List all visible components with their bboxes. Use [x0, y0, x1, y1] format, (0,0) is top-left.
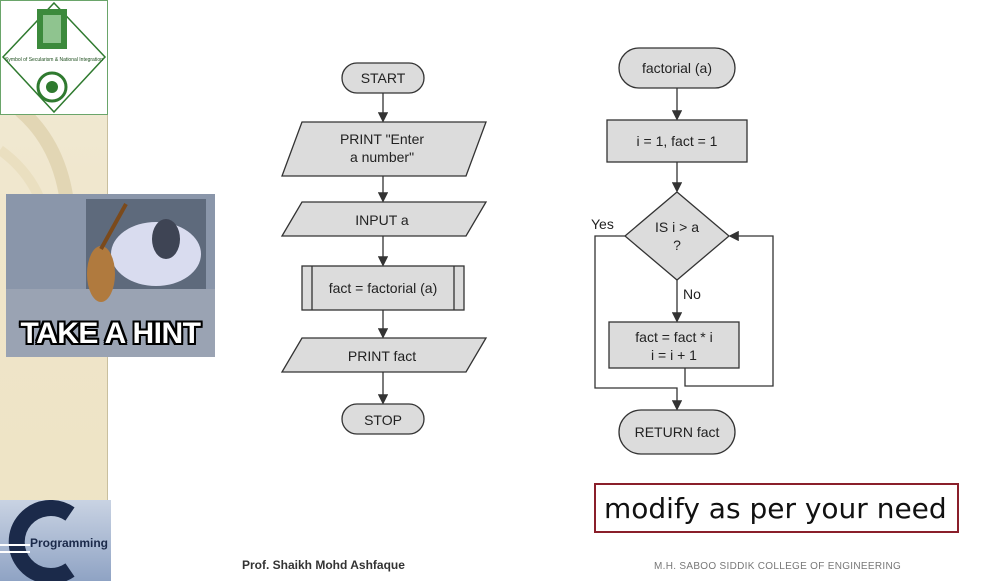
no-label: No [683, 286, 701, 302]
modify-note-text: modify as per your need [604, 492, 947, 525]
logo-caption: Symbol of Secularism & National Integrat… [5, 57, 103, 63]
print-enter-label-2: a number" [350, 149, 414, 165]
factorial-flowchart: factorial (a) i = 1, fact = 1 IS i > a ?… [591, 47, 774, 455]
footer-college: M.H. SABOO SIDDIK COLLEGE OF ENGINEERING [654, 561, 902, 572]
return-label: RETURN fact [635, 424, 720, 440]
condition-decision [623, 191, 731, 281]
input-label: INPUT a [355, 212, 409, 228]
print-fact-io [280, 337, 488, 373]
modify-note-box: modify as per your need [594, 483, 959, 533]
c-programming-logo: Programming [0, 500, 111, 581]
college-logo-emblem: Symbol of Secularism & National Integrat… [1, 1, 107, 114]
input-io [280, 201, 488, 237]
init-label: i = 1, fact = 1 [637, 133, 718, 149]
call-label: fact = factorial (a) [329, 280, 438, 296]
init-process [606, 119, 748, 163]
take-a-hint-image: TAKE A HINT [6, 194, 215, 357]
c-letter-icon [0, 500, 75, 581]
footer-author: Prof. Shaikh Mohd Ashfaque [242, 558, 405, 572]
start-label: START [361, 70, 406, 86]
loop-body-label-1: fact = fact * i [635, 329, 712, 345]
main-flowchart: START PRINT "Enter a number" INPUT a fac… [280, 62, 488, 435]
yes-label: Yes [591, 216, 614, 232]
print-enter-label-1: PRINT "Enter [340, 131, 424, 147]
stop-label: STOP [364, 412, 402, 428]
hint-caption: TAKE A HINT [20, 317, 201, 350]
hint-cartoon [6, 194, 215, 357]
loop-body-process [608, 321, 740, 369]
print-fact-label: PRINT fact [348, 348, 416, 364]
factorial-entry-label: factorial (a) [642, 60, 712, 76]
c-logo-label: Programming [30, 536, 109, 550]
print-enter-io [281, 121, 487, 177]
loop-body-label-2: i = i + 1 [651, 347, 697, 363]
condition-label-2: ? [673, 237, 681, 253]
college-logo: Symbol of Secularism & National Integrat… [0, 0, 108, 115]
condition-label-1: IS i > a [655, 219, 699, 235]
